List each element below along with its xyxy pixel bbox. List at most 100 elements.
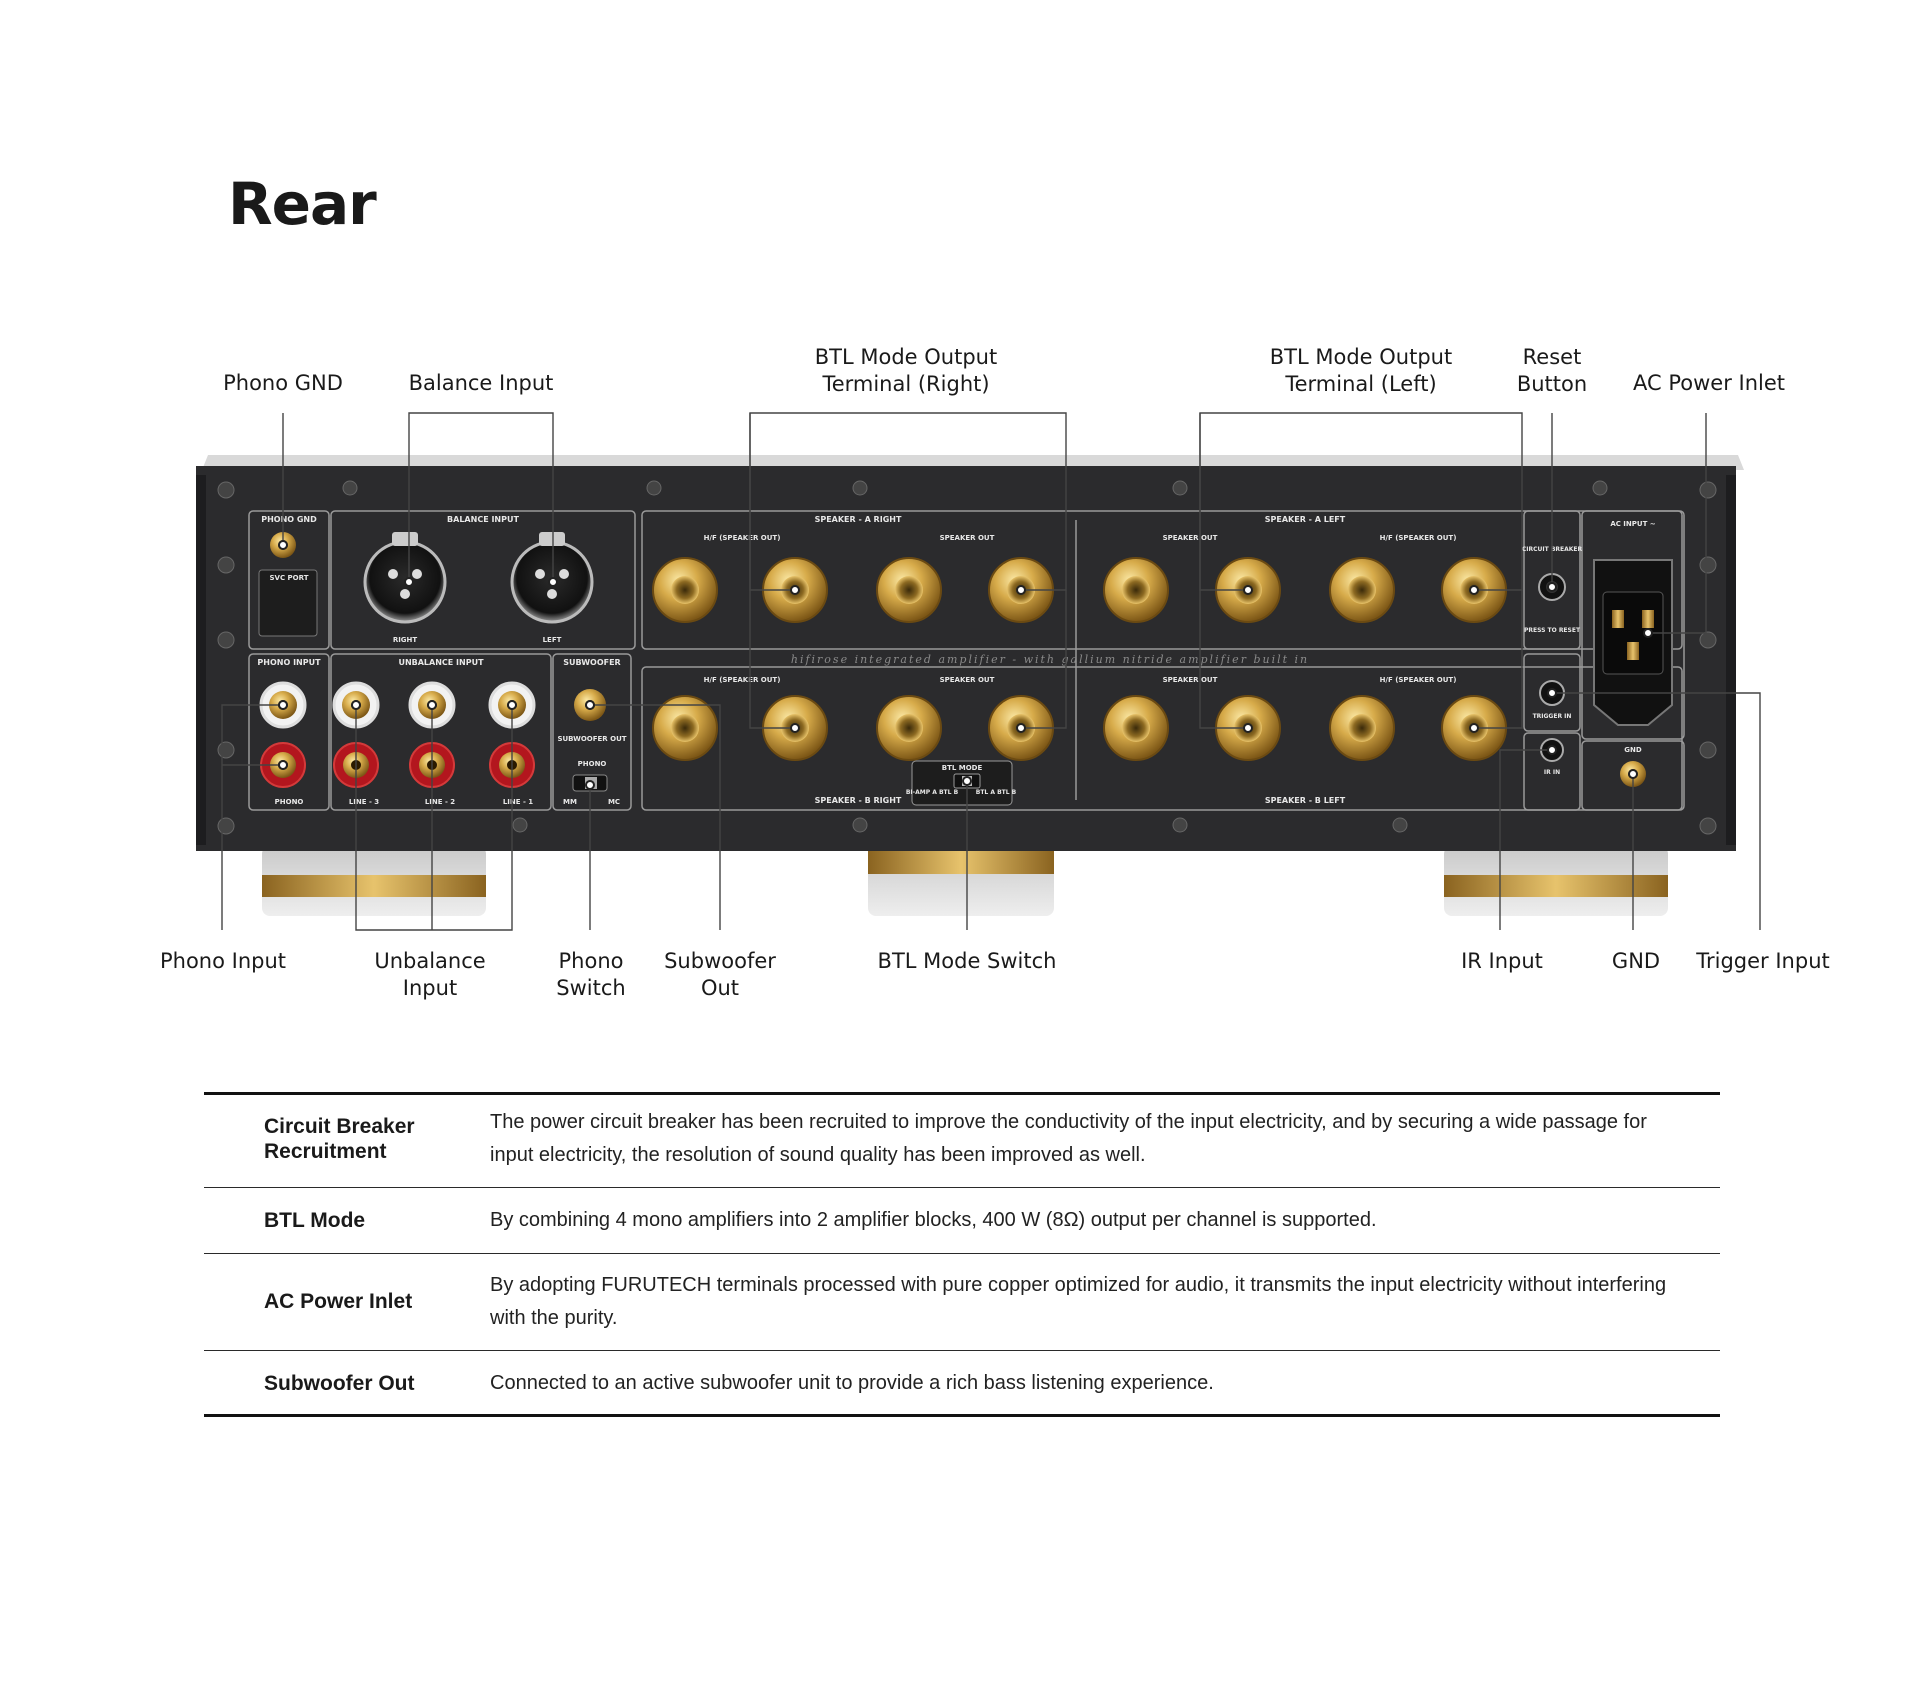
callout-phono-gnd: Phono GND <box>223 371 343 395</box>
feature-name: Subwoofer Out <box>264 1371 415 1395</box>
page-title: Rear <box>228 170 377 238</box>
panel-label-svc-port: SVC PORT <box>270 574 309 582</box>
table-row: BTL Mode By combining 4 mono amplifiers … <box>204 1187 1720 1253</box>
callout-balance-input: Balance Input <box>408 371 554 395</box>
panel-label-right: RIGHT <box>393 636 418 644</box>
balance-input-box <box>330 510 636 650</box>
trigger-box <box>1523 653 1581 732</box>
panel-label-line2: LINE - 2 <box>425 798 455 806</box>
panel-label-speaker-b-right: SPEAKER - B RIGHT <box>815 796 902 805</box>
ir-box <box>1523 732 1581 811</box>
panel-label-so-a-left: SPEAKER OUT <box>1163 534 1218 542</box>
panel-label-btl-mode: BTL MODE <box>942 764 983 772</box>
speaker-binding-posts <box>652 557 1507 761</box>
callout-gnd: GND <box>1611 949 1661 973</box>
rear-panel-diagram: PHONO GND BALANCE INPUT SVC PORT RIGHT L… <box>196 412 1761 931</box>
table-row: Circuit Breaker Recruitment The power ci… <box>204 1092 1720 1187</box>
chassis-body <box>196 466 1736 851</box>
callout-phono-input: Phono Input <box>159 949 287 973</box>
panel-label-hf-a-right: H/F (SPEAKER OUT) <box>704 534 781 542</box>
xlr-left <box>510 532 594 624</box>
panel-label-phono-input: PHONO INPUT <box>257 658 321 667</box>
circuit-breaker-box <box>1523 510 1581 650</box>
panel-label-unbalance-input: UNBALANCE INPUT <box>398 658 484 667</box>
panel-label-phono: PHONO <box>578 760 607 768</box>
panel-label-circuit-breaker: CIRCUIT BREAKER <box>1522 546 1583 553</box>
feature-name: BTL Mode <box>264 1208 366 1232</box>
panel-label-subwoofer-out: SUBWOOFER OUT <box>557 735 626 743</box>
panel-label-left: LEFT <box>543 636 562 644</box>
panel-label-gnd: GND <box>1624 746 1642 754</box>
panel-label-hf-b-right: H/F (SPEAKER OUT) <box>704 676 781 684</box>
callout-ac-power-inlet: AC Power Inlet <box>1633 371 1785 395</box>
panel-label-bi-amp: BI-AMP A BTL B <box>906 789 959 796</box>
panel-label-subwoofer: SUBWOOFER <box>563 658 620 667</box>
gnd-box <box>1581 740 1685 811</box>
phono-gnd-box <box>248 510 330 650</box>
phono-input-box <box>248 653 330 811</box>
btl-mode-switch <box>911 760 1013 806</box>
rca-jacks <box>259 681 606 788</box>
table-row: Subwoofer Out Connected to an active sub… <box>204 1350 1720 1416</box>
foot-left <box>262 846 486 916</box>
panel-label-btl-a: BTL A BTL B <box>976 789 1017 796</box>
feature-name: Circuit Breaker Recruitment <box>264 1115 415 1164</box>
chassis-screws <box>217 480 1717 835</box>
table-top-rule <box>204 1092 1720 1095</box>
panel-label-speaker-a-left: SPEAKER - A LEFT <box>1265 515 1346 524</box>
feature-description: By adopting FURUTECH terminals processed… <box>490 1273 1667 1329</box>
foot-center <box>868 846 1054 916</box>
panel-label-trigger-in: TRIGGER IN <box>1533 713 1572 720</box>
phono-gnd-terminal <box>258 532 318 637</box>
panel-label-so-b-left: SPEAKER OUT <box>1163 676 1218 684</box>
phono-mm-mc-switch <box>572 774 608 792</box>
panel-text: PHONO GND BALANCE INPUT SVC PORT RIGHT L… <box>257 515 1655 806</box>
panel-label-so-a-right: SPEAKER OUT <box>940 534 995 542</box>
circuit-breaker-button <box>1538 573 1566 601</box>
feature-name: AC Power Inlet <box>264 1290 413 1313</box>
chassis-fins <box>196 475 1736 845</box>
panel-label-mm: MM <box>563 798 577 806</box>
panel-label-speaker-b-left: SPEAKER - B LEFT <box>1265 796 1346 805</box>
panel-label-hf-b-left: H/F (SPEAKER OUT) <box>1380 676 1457 684</box>
unbalance-input-box <box>330 653 552 811</box>
speaker-a-box <box>641 510 1683 650</box>
feature-description: By combining 4 mono amplifiers into 2 am… <box>490 1208 1377 1231</box>
speaker-b-box <box>641 666 1683 811</box>
table-bottom-rule <box>204 1414 1720 1417</box>
panel-label-hf-a-left: H/F (SPEAKER OUT) <box>1380 534 1457 542</box>
chassis-top-cover <box>202 455 1744 470</box>
panel-label-phono-bottom: PHONO <box>275 798 304 806</box>
panel-label-ir-in: IR IN <box>1544 769 1560 776</box>
panel-label-press-to-reset: PRESS TO RESET <box>1524 627 1581 634</box>
panel-label-line3: LINE - 3 <box>349 798 379 806</box>
panel-label-phono-gnd: PHONO GND <box>261 515 317 524</box>
panel-label-balance-input: BALANCE INPUT <box>447 515 519 524</box>
trigger-jack <box>1539 680 1565 706</box>
panel-label-so-b-right: SPEAKER OUT <box>940 676 995 684</box>
ac-input-box <box>1581 510 1685 740</box>
feature-description: Connected to an active subwoofer unit to… <box>490 1371 1214 1394</box>
callout-btl-mode-switch: BTL Mode Switch <box>877 949 1057 973</box>
foot-right <box>1444 846 1668 916</box>
panel-label-line1: LINE - 1 <box>503 798 533 806</box>
leader-dots <box>278 540 1653 790</box>
panel-label-mc: MC <box>608 798 620 806</box>
xlr-right <box>363 532 447 624</box>
gnd-terminal <box>1620 761 1646 787</box>
callout-ir-input: IR Input <box>1461 949 1543 973</box>
ac-inlet <box>1593 559 1673 726</box>
leader-lines <box>221 412 1761 931</box>
feature-table: Circuit Breaker Recruitment The power ci… <box>204 1092 1720 1416</box>
subwoofer-box <box>552 653 632 811</box>
panel-tagline: hifirose integrated amplifier - with gal… <box>791 653 1309 666</box>
feature-description: The power circuit breaker has been recru… <box>490 1111 1647 1167</box>
panel-label-ac-input: AC INPUT ~ <box>1610 520 1655 528</box>
table-row: AC Power Inlet By adopting FURUTECH term… <box>204 1253 1720 1350</box>
